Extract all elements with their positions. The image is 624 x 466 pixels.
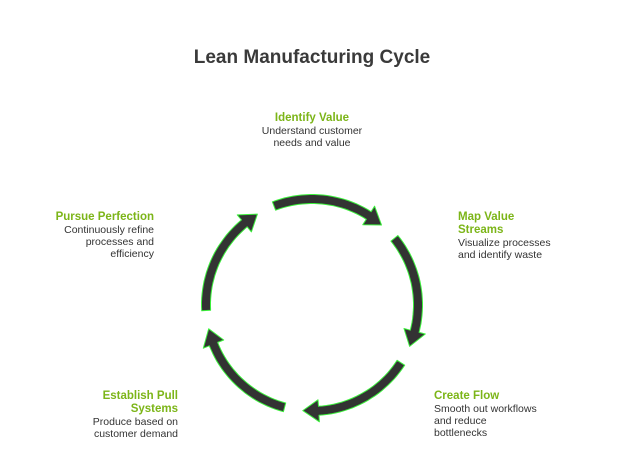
step-description-line: needs and value [273, 137, 351, 149]
step-title: Create Flow [434, 390, 500, 402]
diagram-title: Lean Manufacturing Cycle [193, 47, 431, 68]
step-map-value-streams: Map Value Streams Visualize processes an… [458, 211, 598, 261]
cycle-arrow-5 [201, 213, 258, 312]
step-title: Establish Pull [102, 390, 178, 402]
step-identify-value: Identify Value Understand customer needs… [232, 112, 392, 149]
cycle-arrow-2 [390, 235, 426, 347]
step-title: Pursue Perfection [55, 211, 154, 223]
step-title: Systems [130, 403, 178, 415]
step-establish-pull-systems: Establish Pull Systems Produce based on … [38, 390, 178, 440]
step-description-line: efficiency [110, 248, 154, 260]
step-title: Identify Value [274, 112, 350, 124]
step-description-line: and identify waste [458, 249, 543, 261]
step-description-line: processes and [85, 236, 154, 248]
step-description-line: bottlenecks [434, 427, 488, 439]
step-title: Map Value [458, 211, 515, 223]
step-description-line: Continuously refine [64, 224, 154, 236]
step-description-line: Produce based on [92, 416, 178, 428]
step-title: Streams [458, 224, 504, 236]
cycle-arrow-4 [202, 328, 287, 413]
cycle-arrow-3 [302, 359, 406, 423]
step-description-line: and reduce [434, 415, 487, 427]
step-description-line: Understand customer [261, 125, 363, 137]
step-pursue-perfection: Pursue Perfection Continuously refine pr… [14, 211, 154, 260]
step-description-line: customer demand [93, 428, 178, 440]
step-description-line: Visualize processes [458, 237, 551, 249]
step-create-flow: Create Flow Smooth out workflows and red… [434, 390, 584, 439]
step-description-line: Smooth out workflows [434, 403, 537, 415]
cycle-arrow-1 [271, 194, 382, 226]
